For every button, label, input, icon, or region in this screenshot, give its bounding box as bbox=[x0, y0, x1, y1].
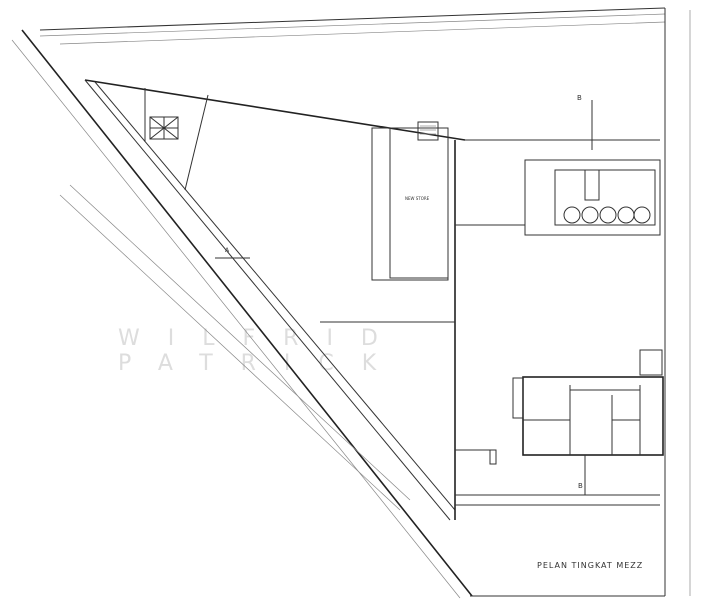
section-marker-b-bottom: B bbox=[578, 482, 583, 490]
upper-right-room bbox=[524, 100, 661, 236]
top-dimension-lines bbox=[39, 7, 666, 45]
section-markers: B B A bbox=[215, 94, 583, 490]
watermark: WILFRID PATRICK bbox=[118, 326, 406, 376]
new-store-room: NEW STORE bbox=[371, 121, 449, 281]
drawing-title: PELAN TINGKAT MEZZ bbox=[537, 561, 644, 570]
void-box bbox=[149, 116, 179, 140]
main-floor-outline bbox=[84, 79, 660, 521]
diagonal-dimension-lines bbox=[59, 184, 411, 511]
office-block bbox=[512, 349, 664, 495]
site-boundary bbox=[11, 8, 691, 599]
new-store-label: NEW STORE bbox=[405, 196, 430, 201]
section-marker-a: A bbox=[225, 247, 230, 254]
section-marker-b-top: B bbox=[577, 94, 582, 102]
